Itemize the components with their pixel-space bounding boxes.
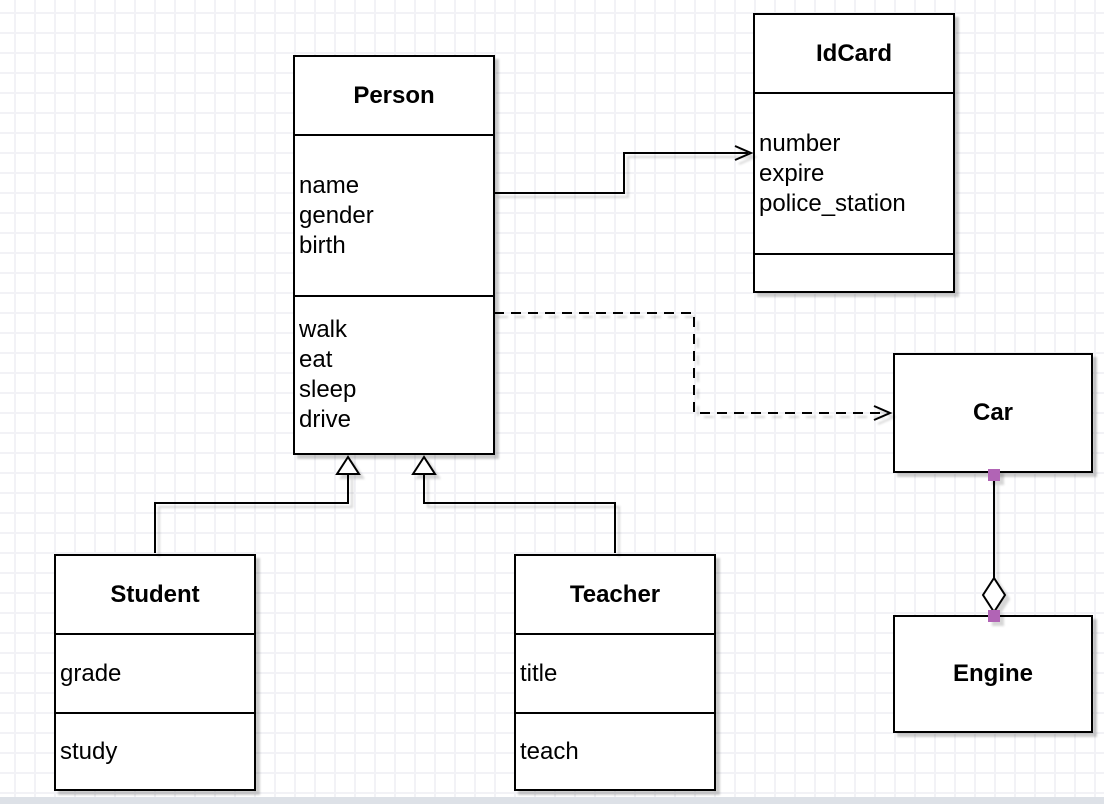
class-idcard-methods bbox=[755, 253, 953, 291]
class-person[interactable]: Person name gender birth walk eat sleep … bbox=[293, 55, 495, 455]
attribute: birth bbox=[299, 231, 346, 259]
open-arrowhead-icon bbox=[873, 405, 893, 421]
class-engine-title: Engine bbox=[952, 660, 1033, 687]
edge-student-person-generalization[interactable] bbox=[154, 455, 361, 553]
attribute: number bbox=[759, 129, 841, 157]
class-teacher-methods: teach bbox=[516, 712, 714, 789]
class-idcard-attributes: number expire police_station bbox=[755, 92, 953, 253]
hollow-triangle-arrowhead-icon bbox=[335, 455, 361, 475]
class-car-title: Car bbox=[972, 399, 1014, 426]
class-student-title: Student bbox=[110, 580, 200, 608]
edge-car-engine-aggregation[interactable] bbox=[981, 469, 1007, 622]
class-car[interactable]: Car bbox=[893, 353, 1093, 473]
class-teacher-title: Teacher bbox=[569, 580, 661, 608]
open-arrowhead-icon bbox=[734, 145, 754, 161]
class-teacher-attributes: title bbox=[516, 633, 714, 712]
class-person-title: Person bbox=[353, 81, 435, 109]
method: walk bbox=[299, 316, 348, 343]
edge-person-idcard-association[interactable] bbox=[494, 145, 754, 194]
attribute: expire bbox=[759, 159, 825, 187]
canvas-bottom-edge bbox=[0, 797, 1104, 804]
hollow-diamond-icon bbox=[981, 576, 1007, 614]
edge-teacher-person-generalization[interactable] bbox=[411, 455, 616, 553]
method: eat bbox=[299, 346, 333, 373]
attribute: title bbox=[520, 659, 558, 687]
attribute: name bbox=[299, 171, 360, 199]
class-person-methods: walk eat sleep drive bbox=[295, 295, 493, 453]
edge-person-car-dependency[interactable] bbox=[494, 312, 893, 421]
method: study bbox=[60, 737, 118, 765]
class-student-attributes: grade bbox=[56, 633, 254, 712]
class-person-attributes: name gender birth bbox=[295, 134, 493, 295]
method: drive bbox=[299, 406, 352, 433]
hollow-triangle-arrowhead-icon bbox=[411, 455, 437, 475]
attribute: grade bbox=[60, 659, 122, 687]
edge-line-dashed bbox=[494, 312, 886, 414]
class-student-methods: study bbox=[56, 712, 254, 789]
class-idcard-title: IdCard bbox=[815, 39, 892, 67]
class-teacher[interactable]: Teacher title teach bbox=[514, 554, 716, 791]
class-student[interactable]: Student grade study bbox=[54, 554, 256, 791]
edge-line bbox=[494, 152, 748, 194]
method: sleep bbox=[299, 376, 357, 403]
edge-line bbox=[154, 474, 349, 553]
attribute: gender bbox=[299, 201, 374, 229]
edge-line bbox=[423, 474, 616, 553]
method: teach bbox=[520, 737, 579, 765]
class-idcard[interactable]: IdCard number expire police_station bbox=[753, 13, 955, 293]
attribute: police_station bbox=[759, 189, 906, 217]
class-engine[interactable]: Engine bbox=[893, 615, 1093, 733]
